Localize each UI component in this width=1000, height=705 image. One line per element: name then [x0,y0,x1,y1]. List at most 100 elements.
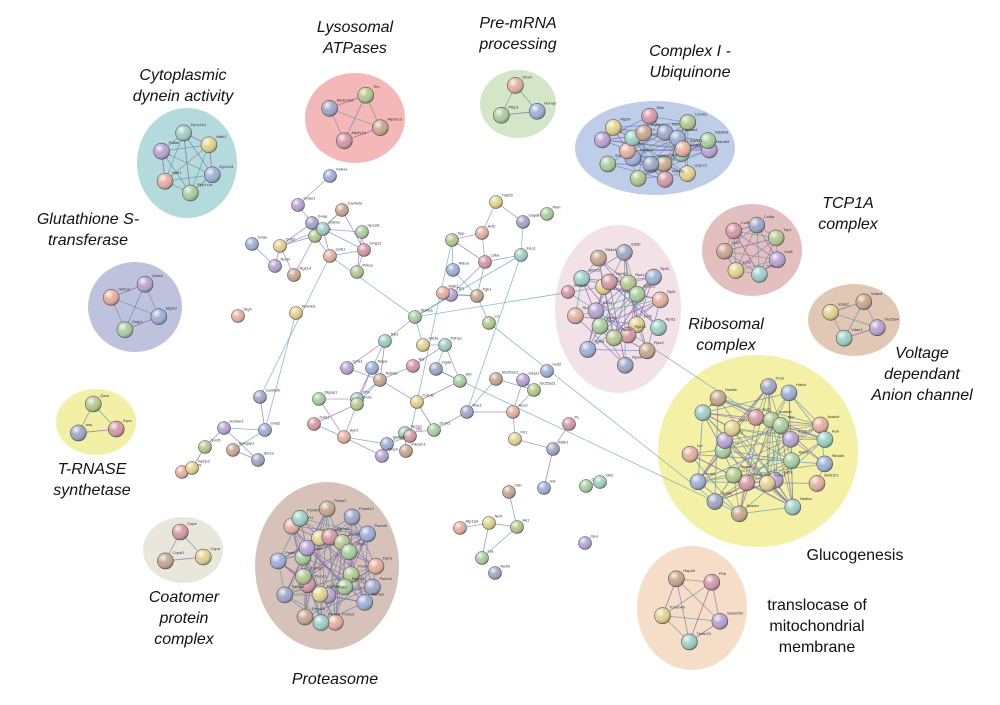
protein-node[interactable]: Echs1 [759,472,786,492]
protein-node[interactable]: Rpsa [579,338,605,358]
protein-node[interactable]: Atp5a1 [674,138,703,158]
protein-node[interactable]: Aldh1b1 [808,472,839,492]
protein-node[interactable]: Pc [562,415,580,431]
protein-node[interactable]: Samm50 [711,610,744,630]
protein-node[interactable]: Pkm [540,205,562,221]
protein-node[interactable]: Qars [84,393,109,413]
protein-node[interactable]: Psma7 [318,498,347,518]
protein-node[interactable]: Sucla2 [561,283,587,299]
protein-node[interactable]: Psma2 [269,550,298,570]
protein-node[interactable]: Psmd4 [359,523,388,543]
protein-node[interactable]: Gapdh [516,213,541,229]
protein-node[interactable]: Uqcrfs1 [635,122,666,142]
protein-node[interactable]: Eprs [107,418,131,438]
protein-node[interactable]: Syngap1 [226,441,256,457]
protein-node[interactable]: Tfrc [357,84,380,104]
protein-node[interactable]: Dync1i1 [204,164,235,184]
protein-node[interactable]: Hpcal1 [355,223,381,239]
protein-node[interactable]: Mut [772,414,796,434]
protein-node[interactable]: Psmb2 [295,566,324,585]
protein-node[interactable]: Acat1 [706,491,733,510]
protein-node[interactable]: Rps8 [616,354,642,374]
protein-node[interactable]: Uqcrc1 [679,163,708,182]
protein-node[interactable]: Ogdh [429,360,452,376]
protein-node[interactable]: Dld [453,372,472,388]
protein-node[interactable]: Calm1 [316,220,341,236]
protein-node[interactable]: Ppp1r1a [182,182,213,202]
protein-node[interactable]: Hsd17b4 [738,472,771,492]
protein-node[interactable]: Slc25a4 [869,317,900,337]
protein-node[interactable]: Syp [445,231,466,247]
protein-node[interactable]: Acadm [731,503,760,523]
protein-node[interactable]: Ncdn [268,257,290,273]
protein-node[interactable]: Pdha1 [438,336,463,352]
protein-node[interactable]: Slc25a12 [489,370,519,386]
protein-node[interactable]: Napa [365,359,388,375]
protein-node[interactable]: Pacsin1 [399,442,427,458]
protein-node[interactable]: Rpl3 [645,266,670,286]
protein-node[interactable]: Gnao1 [291,196,317,212]
protein-node[interactable]: Dlgap1 [312,390,338,406]
protein-node[interactable]: Cct5 [725,220,750,240]
protein-node[interactable]: Rab3a [373,371,399,387]
protein-node[interactable]: Timm23 [681,631,711,651]
protein-node[interactable]: Cct3 [727,260,752,279]
protein-node[interactable]: Dnm1 [427,421,451,437]
protein-node[interactable]: Rps6 [591,315,617,335]
protein-node[interactable]: Got2 [540,362,562,378]
protein-node[interactable]: Cope [171,521,198,541]
protein-node[interactable]: Nde1 [156,170,182,190]
protein-node[interactable]: Etfa [641,105,665,125]
protein-node[interactable]: Idh3a [416,336,440,352]
protein-node[interactable]: Fh1 [508,430,529,446]
protein-node[interactable]: Rpl29 [605,327,632,347]
protein-node[interactable]: Cdc42 [410,393,435,409]
protein-node[interactable]: Ptbp1 [493,104,520,124]
protein-node[interactable]: Ech1 [782,428,808,448]
protein-node[interactable]: Psmd3 [296,606,325,626]
protein-node[interactable]: Mdh2 [436,284,460,300]
protein-node[interactable]: Hibch [780,382,806,402]
protein-node[interactable]: Rpl11 [650,317,677,336]
protein-node[interactable]: Amph [375,447,398,463]
protein-node[interactable]: Gstp1 [116,319,143,339]
protein-node[interactable]: Aldh2 [783,450,810,469]
protein-node[interactable]: Prkca [350,263,374,279]
protein-node[interactable]: Tomm40 [654,605,686,625]
protein-node[interactable]: Ina [475,549,494,565]
protein-node[interactable]: Nsf [406,357,426,373]
protein-node[interactable]: Hspa9 [668,568,696,588]
protein-node[interactable]: Psmd6 [276,584,305,604]
protein-node[interactable]: Grin1 [307,415,331,431]
protein-node[interactable]: Pgk1 [470,287,493,303]
protein-node[interactable]: Psma1 [356,591,385,611]
protein-node[interactable]: Ndel1 [200,134,227,154]
protein-node[interactable]: Psmc6 [321,526,350,546]
protein-node[interactable]: Phb [703,571,727,591]
protein-node[interactable]: Vdac3 [855,291,883,311]
protein-node[interactable]: Sv2a [350,395,373,411]
protein-node[interactable]: Rac1 [460,403,483,419]
protein-node[interactable]: Dync1h1 [175,122,208,142]
protein-node[interactable]: Vdac1 [835,327,863,347]
protein-node[interactable]: Dlg4 [231,307,253,323]
protein-node[interactable]: Ivd [681,443,702,463]
protein-node[interactable]: Gnas [245,235,268,251]
protein-node[interactable]: Slc25a11 [527,381,557,397]
protein-node[interactable]: Hnrnpr [528,100,557,120]
protein-node[interactable]: Rpl10 [600,271,627,291]
protein-node[interactable]: Gsta4 [136,273,164,293]
protein-node[interactable]: Rpl7 [567,305,591,325]
protein-node[interactable]: Gng12 [357,241,383,257]
protein-node[interactable]: Atp1a3 [453,519,479,535]
protein-node[interactable]: Mgst3 [150,306,178,325]
protein-node[interactable]: Dhx9 [507,74,533,94]
protein-node[interactable]: Atp6v1b2 [321,97,355,117]
protein-node[interactable]: Cs [482,314,500,330]
protein-node[interactable]: Eno1 [514,246,537,262]
protein-node[interactable]: Mdh1 [546,440,570,456]
protein-node[interactable]: Psmd12 [343,506,374,526]
protein-node[interactable]: Nefl [482,514,502,530]
protein-node[interactable]: Eci1 [747,406,772,426]
protein-node[interactable]: Eif3b [616,242,641,261]
